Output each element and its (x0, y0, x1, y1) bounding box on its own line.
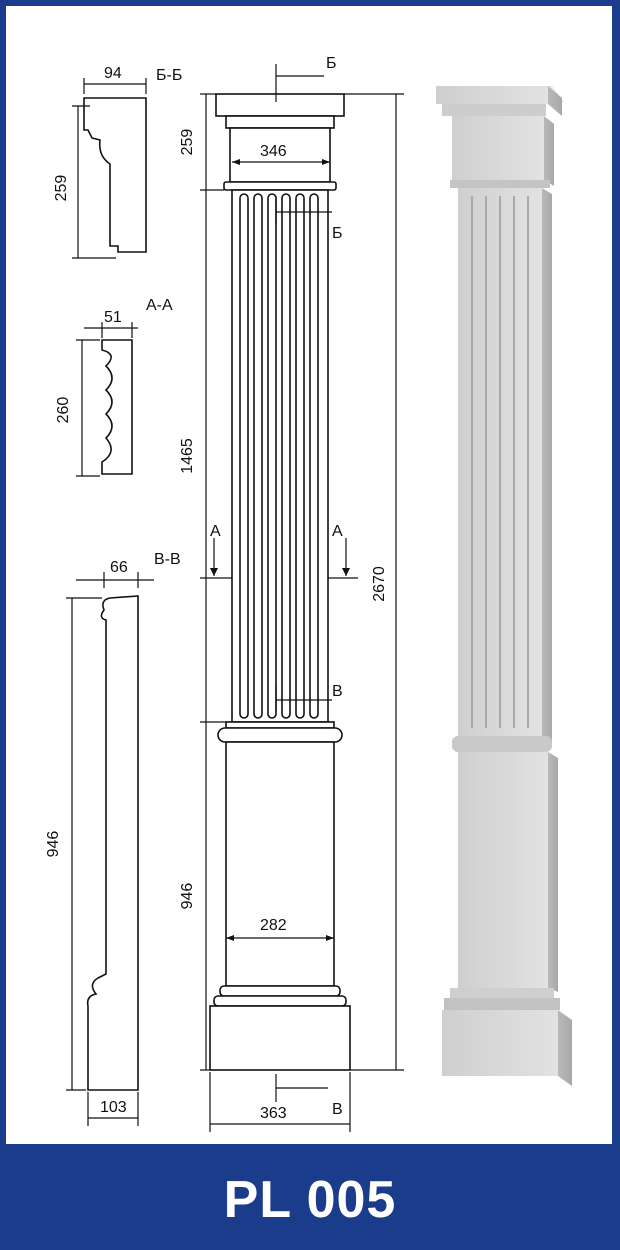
technical-drawing: 94 Б-Б 259 51 А-А 260 66 В-В 946 103 (45, 55, 572, 1132)
cut-v-top-label: В (332, 683, 343, 700)
flute (295, 193, 305, 719)
section-vv-width-top: 66 (110, 559, 128, 576)
render-astragal (450, 180, 550, 188)
render-plinth-molding (444, 998, 560, 1010)
section-bb-width: 94 (104, 65, 122, 82)
render-frieze (452, 116, 544, 180)
section-bb-profile (83, 97, 147, 253)
base-fillet (225, 721, 335, 729)
column-render (436, 86, 572, 1086)
render-plinth-side (558, 1010, 572, 1086)
render-capital-side (548, 86, 562, 116)
render-capital-molding (442, 104, 546, 116)
flute (253, 193, 263, 719)
section-vv: 66 В-В 946 103 (45, 551, 181, 1126)
plinth-molding-top (219, 985, 341, 997)
section-vv-height: 946 (45, 831, 62, 858)
section-aa-label: А-А (146, 297, 173, 314)
section-aa-height: 260 (55, 397, 72, 424)
arrow-head (226, 935, 234, 941)
render-base-torus (452, 736, 552, 752)
section-aa-width: 51 (104, 309, 122, 326)
capital-astragal (223, 181, 337, 191)
shaft-flutes (239, 193, 319, 719)
flute (267, 193, 277, 719)
section-aa: 51 А-А 260 (55, 297, 173, 477)
flute (239, 193, 249, 719)
capital-height-label: 259 (179, 129, 196, 156)
cut-v-bottom-label: В (332, 1101, 343, 1118)
plinth (209, 1005, 351, 1071)
column-elevation: Б Б А А В В 259 1465 946 2670 (179, 55, 404, 1132)
render-plinth (442, 1010, 558, 1076)
section-bb: 94 Б-Б 259 (53, 65, 182, 259)
section-bb-label: Б-Б (156, 67, 182, 84)
section-aa-profile (101, 339, 133, 475)
render-pedestal-side (548, 752, 558, 992)
base-height-label: 946 (179, 883, 196, 910)
drawing-panel: 94 Б-Б 259 51 А-А 260 66 В-В 946 103 (6, 6, 612, 1144)
render-capital-face (436, 86, 548, 104)
arrow-head (326, 935, 334, 941)
section-vv-profile (86, 595, 139, 1091)
plinth-width-label: 363 (260, 1105, 287, 1122)
product-code: PL 005 (223, 1171, 397, 1229)
total-height-label: 2670 (371, 566, 388, 602)
section-vv-width-bottom: 103 (100, 1099, 127, 1116)
product-footer: PL 005 (0, 1150, 620, 1250)
section-bb-height: 259 (53, 175, 70, 202)
arrow-head (322, 159, 330, 165)
flute (281, 193, 291, 719)
arrow-head (342, 568, 350, 576)
arrow-head (232, 159, 240, 165)
render-shaft-side (542, 188, 552, 742)
render-plinth-molding (450, 988, 554, 998)
base-width-label: 282 (260, 917, 287, 934)
render-frieze-side (544, 116, 554, 186)
capital-cornice (215, 93, 345, 117)
base-torus (217, 727, 343, 743)
plinth-molding (213, 995, 347, 1007)
base-pedestal (225, 741, 335, 987)
cut-b-bottom-label: Б (332, 225, 343, 242)
arrow-head (210, 568, 218, 576)
cut-b-top-label: Б (326, 55, 337, 72)
capital-frieze (229, 127, 331, 183)
render-flutes (471, 196, 529, 728)
cut-a-right-label: А (332, 523, 343, 540)
capital-width-label: 346 (260, 143, 287, 160)
cut-a-left-label: А (210, 523, 221, 540)
flute (309, 193, 319, 719)
section-vv-label: В-В (154, 551, 181, 568)
shaft-height-label: 1465 (179, 438, 196, 474)
render-pedestal (458, 752, 548, 988)
capital-molding (225, 115, 335, 129)
